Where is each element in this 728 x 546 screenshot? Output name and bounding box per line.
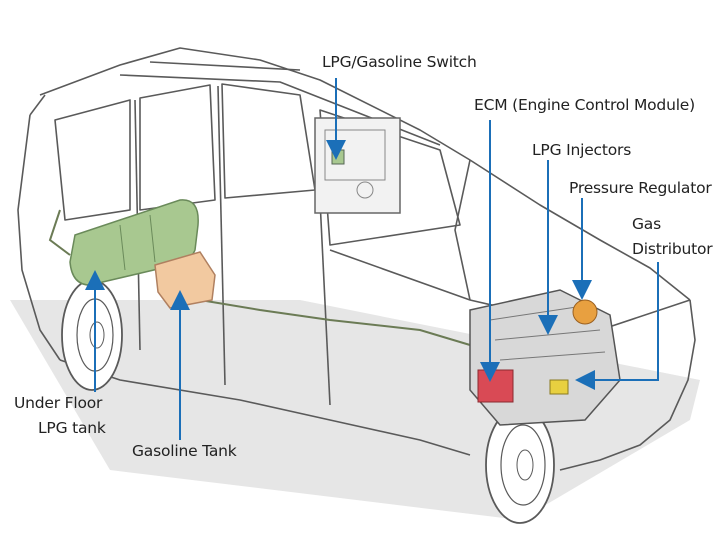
- label-under-floor-line2: LPG tank: [38, 419, 106, 437]
- gas-distributor-unit: [549, 379, 569, 395]
- ecm-unit: [477, 369, 514, 403]
- fuel-line: [199, 299, 471, 346]
- arrow-gas-distributor: [575, 262, 659, 390]
- fuel-line-2: [48, 209, 71, 256]
- label-gasoline-tank: Gasoline Tank: [132, 442, 237, 460]
- rear-wheel: [61, 279, 123, 391]
- dashboard-inset: [314, 117, 401, 214]
- label-lpg-injectors: LPG Injectors: [532, 141, 632, 159]
- label-gas-distributor-line2: Distributor: [632, 240, 713, 258]
- annotation-arrows: [85, 78, 659, 440]
- label-ecm: ECM (Engine Control Module): [474, 96, 695, 114]
- label-pressure-regulator: Pressure Regulator: [569, 179, 712, 197]
- pressure-regulator-unit: [572, 299, 598, 325]
- label-under-floor-line1: Under Floor: [14, 394, 103, 412]
- label-gas-distributor-line1: Gas: [632, 215, 661, 233]
- engine: [469, 289, 621, 426]
- label-lpg-gasoline-switch: LPG/Gasoline Switch: [322, 53, 477, 71]
- front-wheel: [485, 406, 555, 524]
